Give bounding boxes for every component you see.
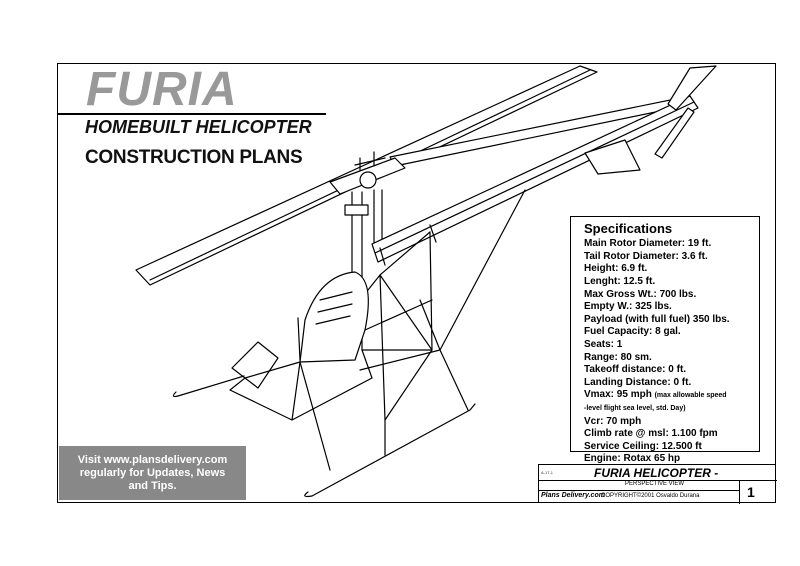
spec-line: Lenght: 12.5 ft. [584, 276, 656, 288]
truss-frame [359, 189, 526, 421]
vmax-note: (max allowable speed [654, 392, 727, 400]
title-block: A-17-1 FURIA HELICOPTER - PERSPECTIVE VI… [538, 464, 777, 504]
tail-boom [371, 95, 699, 263]
spec-line: Landing Distance: 0 ft. [584, 376, 692, 388]
spec-line-vmax: Vmax: 95 mph (max allowable speed [584, 389, 759, 403]
control-stick [297, 317, 301, 361]
spec-line: Vcr: 70 mph [584, 415, 642, 427]
tail-rotor [667, 65, 717, 111]
promo-banner: Visit www.plansdelivery.com regularly fo… [59, 446, 246, 500]
spec-line: Range: 80 sm. [584, 351, 652, 363]
publisher-brand: Plans Delivery.com [541, 492, 605, 499]
spec-line: Climb rate @ msl: 1.100 fpm [584, 428, 718, 440]
spec-line: Height: 6.9 ft. [584, 263, 648, 275]
sheet-number: 1 [747, 484, 755, 500]
specifications-box: Specifications Main Rotor Diameter: 19 f… [570, 216, 760, 464]
brand-title: FURIA [86, 63, 238, 116]
view-label: PERSPECTIVE VIEW [625, 481, 685, 487]
spec-line: Fuel Capacity: 8 gal. [584, 326, 681, 338]
seat [299, 271, 369, 363]
promo-line: and Tips. [128, 480, 177, 492]
title-block-divider [539, 480, 777, 481]
vmax-value: Vmax: 95 mph [584, 389, 652, 401]
right-skid [304, 403, 476, 498]
spec-line: Max Gross Wt.: 700 lbs. [584, 288, 697, 300]
left-skid [172, 375, 245, 398]
title-block-divider-vertical [739, 480, 740, 504]
spec-line: Tail Rotor Diameter: 3.6 ft. [584, 250, 708, 262]
drawing-sheet-border [57, 63, 776, 503]
promo-line: regularly for Updates, News [79, 467, 226, 479]
promo-line: Visit www.plansdelivery.com [77, 454, 228, 466]
spec-line: Service Ceiling: 12.500 ft [584, 440, 702, 452]
rotor-mast [351, 189, 383, 351]
drawing-reference: A-17-1 [541, 470, 554, 475]
spec-line: Empty W.: 325 lbs. [584, 301, 672, 313]
plans-title: CONSTRUCTION PLANS [85, 147, 303, 168]
pedal-box [231, 341, 279, 389]
copyright-text: COPYRIGHT©2001 Osvaldo Durana [601, 493, 700, 499]
subtitle: HOMEBUILT HELICOPTER [85, 117, 312, 137]
vmax-note-continued: -level flight sea level, std. Day) [584, 405, 686, 413]
specifications-heading: Specifications [584, 221, 673, 236]
spec-line: Main Rotor Diameter: 19 ft. [584, 238, 712, 250]
title-underline [58, 113, 326, 115]
spec-line: Engine: Rotax 65 hp [584, 453, 681, 465]
spec-line: Takeoff distance: 0 ft. [584, 364, 687, 376]
title-block-title: FURIA HELICOPTER - [594, 466, 719, 480]
title-block-divider [539, 490, 739, 491]
spec-line: Payload (with full fuel) 350 lbs. [584, 313, 730, 325]
fuel-tank [584, 139, 641, 175]
spec-line: Seats: 1 [584, 339, 623, 351]
